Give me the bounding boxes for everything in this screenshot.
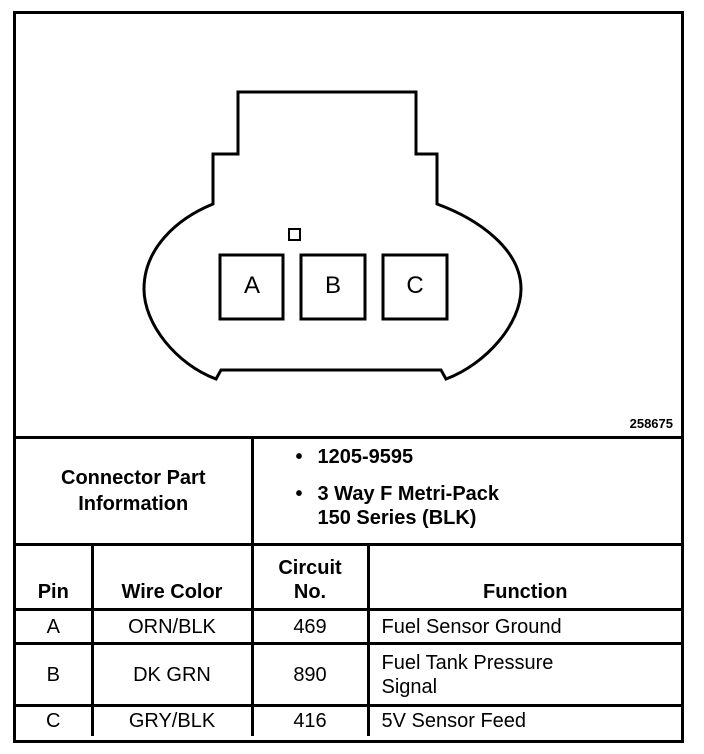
function-line1: Fuel Sensor Ground	[381, 615, 562, 638]
pin-label-b: B	[324, 272, 341, 299]
header-pin: Pin	[16, 543, 94, 611]
connector-info-item: 1205-9595	[294, 445, 682, 469]
wire-color-cell: DK GRN	[90, 642, 254, 707]
header-wire-color: Wire Color	[90, 543, 254, 611]
connector-series: 150 Series (BLK)	[317, 507, 477, 529]
pin-cavity-a	[218, 253, 285, 321]
connector-part-title-line2: Information	[78, 493, 189, 515]
table-row: C GRY/BLK 416 5V Sensor Feed	[16, 704, 681, 736]
table-row: A ORN/BLK 469 Fuel Sensor Ground	[16, 608, 681, 645]
connector-table: Connector Part Information 1205-9595 3 W…	[16, 436, 681, 736]
pin-label-a: A	[243, 272, 260, 299]
pin-cavity-c	[381, 253, 449, 321]
function-cell: 5V Sensor Feed	[366, 704, 681, 736]
part-number: 1205-9595	[317, 446, 414, 468]
pin-cell: A	[16, 608, 94, 645]
connector-sheet: A B C 258675 Connector Part Information …	[13, 11, 684, 743]
header-circuit-line1: Circuit	[278, 557, 342, 579]
connector-housing-outline	[142, 90, 523, 381]
connector-diagram: A B C 258675	[16, 14, 687, 439]
header-circuit: Circuit No.	[250, 543, 370, 611]
pin-cavity-b	[299, 253, 367, 321]
circuit-cell: 416	[250, 704, 370, 736]
pin-cell: B	[16, 642, 94, 707]
function-line2: Signal	[381, 675, 438, 698]
connector-outline-drawing	[142, 90, 523, 381]
pin-label-c: C	[406, 272, 424, 299]
header-circuit-line2: No.	[293, 581, 327, 603]
function-line1: 5V Sensor Feed	[381, 710, 527, 733]
connector-type: 3 Way F Metri-Pack	[317, 483, 500, 505]
wire-color-cell: ORN/BLK	[90, 608, 254, 645]
function-cell: Fuel Sensor Ground	[366, 608, 681, 645]
figure-id: 258675	[629, 416, 673, 431]
table-row: B DK GRN 890 Fuel Tank Pressure Signal	[16, 642, 681, 707]
polarization-key	[288, 228, 301, 241]
wire-color-cell: GRY/BLK	[90, 704, 254, 736]
circuit-cell: 469	[250, 608, 370, 645]
connector-part-info: 1205-9595 3 Way F Metri-Pack 150 Series …	[250, 436, 682, 546]
pin-cell: C	[16, 704, 94, 736]
table-header-row: Pin Wire Color Circuit No. Function	[16, 543, 681, 611]
function-line1: Fuel Tank Pressure	[381, 651, 554, 674]
connector-part-title-line1: Connector Part	[61, 467, 206, 489]
connector-info-row: Connector Part Information 1205-9595 3 W…	[16, 436, 682, 546]
function-cell: Fuel Tank Pressure Signal	[366, 642, 681, 707]
connector-info-item: 3 Way F Metri-Pack 150 Series (BLK)	[294, 482, 682, 530]
circuit-cell: 890	[250, 642, 370, 707]
header-function: Function	[366, 543, 681, 611]
connector-part-title: Connector Part Information	[16, 436, 254, 546]
